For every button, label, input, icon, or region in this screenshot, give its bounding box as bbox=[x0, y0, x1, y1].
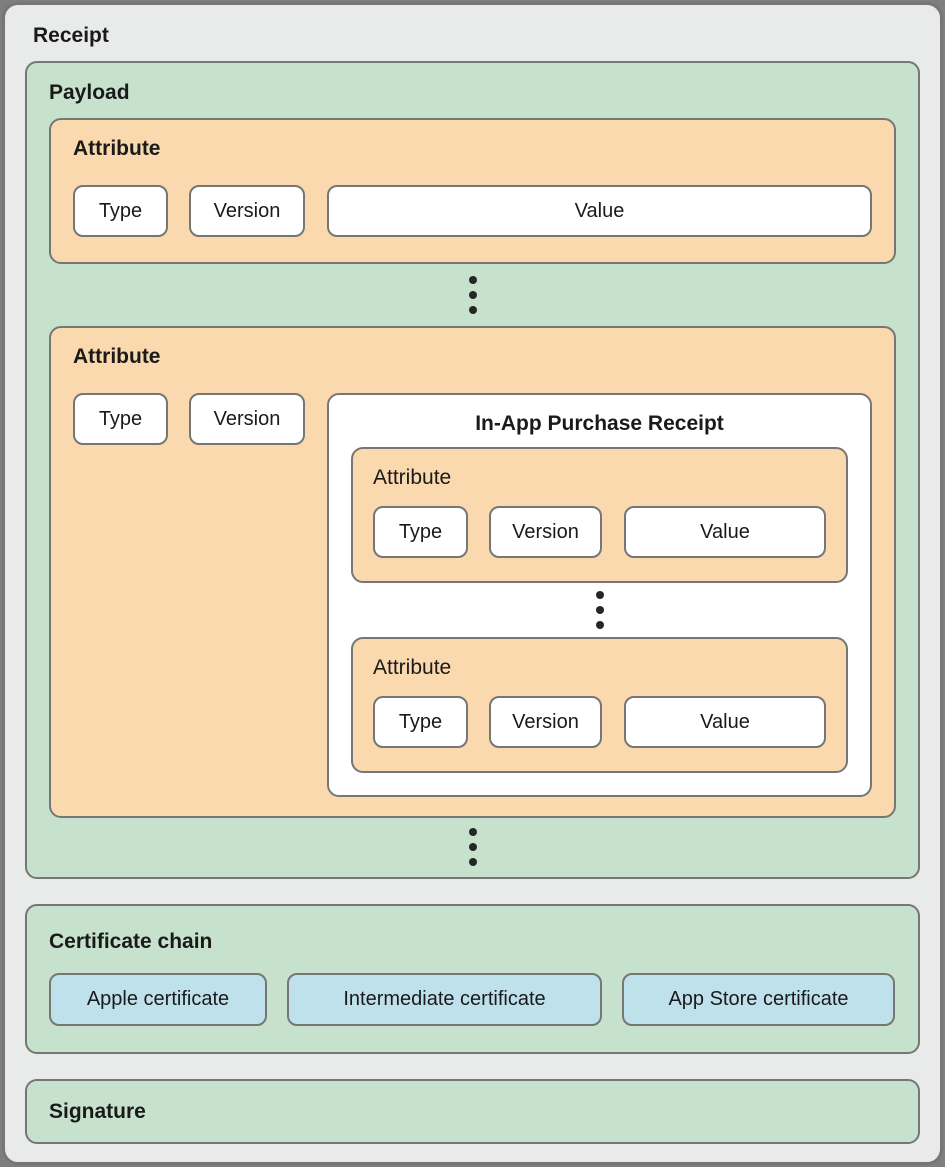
vertical-ellipsis-icon bbox=[468, 276, 477, 314]
signature-section: Signature bbox=[25, 1079, 920, 1144]
vertical-ellipsis-icon bbox=[468, 828, 477, 866]
attribute-label: Attribute bbox=[373, 466, 452, 489]
in-app-purchase-receipt-title: In-App Purchase Receipt bbox=[475, 412, 724, 435]
attribute-label: Attribute bbox=[373, 656, 452, 679]
certificate-chain-section: Certificate chain Apple certificate Inte… bbox=[25, 904, 920, 1054]
receipt-title: Receipt bbox=[33, 24, 109, 47]
iap-attribute-1: Attribute Type Version Value bbox=[351, 447, 848, 583]
payload-attribute-2: Attribute Type Version In-App Purchase R… bbox=[49, 326, 896, 818]
attribute-field-row: Type Version Value bbox=[73, 185, 872, 237]
version-field: Version bbox=[489, 506, 602, 558]
ellipsis-between-attributes bbox=[351, 583, 848, 637]
attribute-field-row: Type Version Value bbox=[373, 696, 826, 748]
type-field: Type bbox=[373, 696, 468, 748]
version-field: Version bbox=[189, 393, 305, 445]
intermediate-certificate-box: Intermediate certificate bbox=[287, 973, 602, 1026]
version-field: Version bbox=[489, 696, 602, 748]
apple-certificate-box: Apple certificate bbox=[49, 973, 267, 1026]
app-store-certificate-box: App Store certificate bbox=[622, 973, 895, 1026]
certificate-chain-label: Certificate chain bbox=[49, 930, 213, 953]
vertical-ellipsis-icon bbox=[595, 591, 604, 629]
attribute-field-row: Type Version In-App Purchase Receipt Att… bbox=[73, 393, 872, 797]
certificate-row: Apple certificate Intermediate certifica… bbox=[49, 973, 896, 1026]
signature-label: Signature bbox=[49, 1100, 146, 1123]
in-app-purchase-receipt: In-App Purchase Receipt Attribute Type V… bbox=[327, 393, 872, 797]
ellipsis-between-attributes bbox=[49, 264, 896, 326]
attribute-field-row: Type Version Value bbox=[373, 506, 826, 558]
type-field: Type bbox=[373, 506, 468, 558]
value-field: Value bbox=[327, 185, 872, 237]
payload-attribute-1: Attribute Type Version Value bbox=[49, 118, 896, 264]
value-field: Value bbox=[624, 696, 826, 748]
ellipsis-after-attributes bbox=[49, 818, 896, 876]
attribute-label: Attribute bbox=[73, 137, 161, 160]
type-field: Type bbox=[73, 393, 168, 445]
value-field: Value bbox=[624, 506, 826, 558]
attribute-label: Attribute bbox=[73, 345, 161, 368]
iap-attribute-2: Attribute Type Version Value bbox=[351, 637, 848, 773]
type-field: Type bbox=[73, 185, 168, 237]
version-field: Version bbox=[189, 185, 305, 237]
payload-section: Payload Attribute Type Version Value Att… bbox=[25, 61, 920, 879]
payload-label: Payload bbox=[49, 81, 130, 104]
